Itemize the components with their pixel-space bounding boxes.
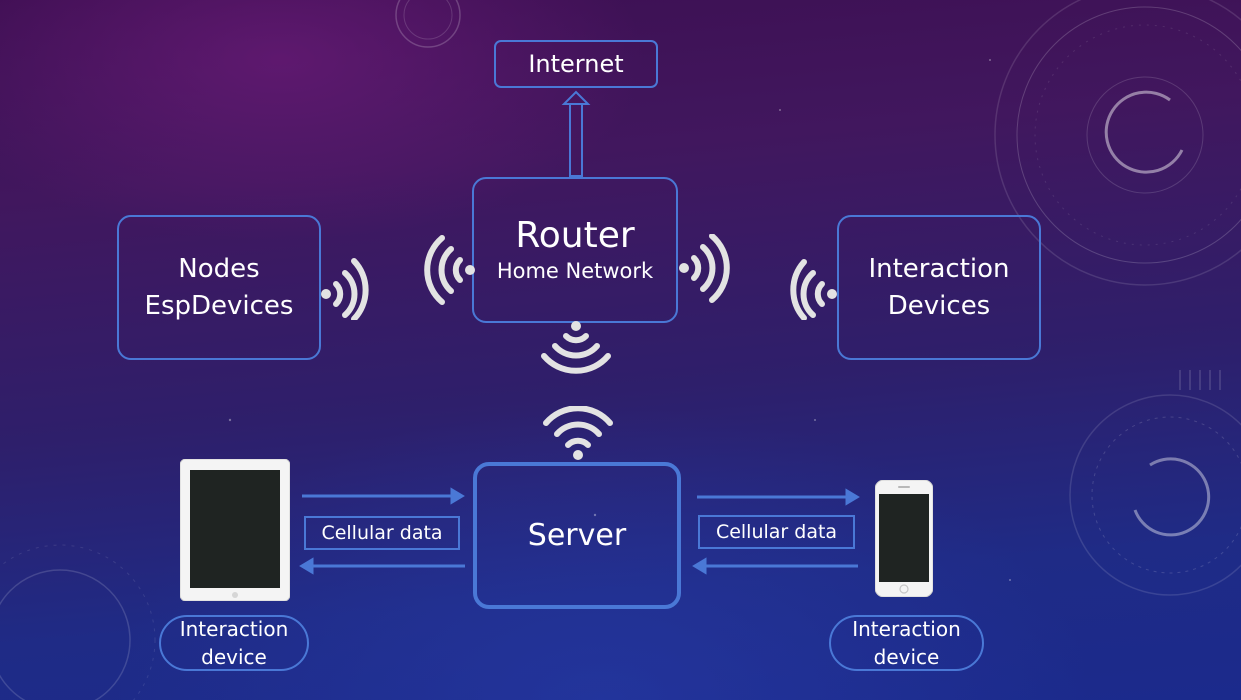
router-box: Router Home Network: [472, 177, 678, 323]
interaction-devices-line1: Interaction: [868, 253, 1010, 284]
nodes-label-line2: EspDevices: [144, 290, 294, 321]
server-box: Server: [473, 462, 681, 609]
router-title: Router: [515, 215, 635, 256]
left-cellular-data-text: Cellular data: [321, 522, 443, 544]
right-cellular-data-text: Cellular data: [715, 521, 838, 543]
wifi-signal-icon: [424, 235, 475, 305]
right-cellular-data-label: Cellular data: [698, 515, 855, 549]
left-cellular-data-label: Cellular data: [304, 516, 460, 550]
internet-label: Internet: [528, 50, 624, 78]
wifi-signal-icon: [790, 259, 837, 320]
internet-box: Internet: [494, 40, 658, 88]
router-to-internet-arrow: [561, 90, 591, 177]
nodes-label-line1: Nodes: [178, 253, 260, 284]
tablet-icon: [180, 459, 290, 601]
left-device-label: Interaction device: [159, 615, 309, 671]
wifi-signal-icon: [543, 406, 613, 460]
wifi-signal-icon: [679, 234, 730, 303]
right-device-label-line2: device: [873, 645, 940, 669]
left-device-label-line2: device: [201, 645, 267, 669]
interaction-devices-box: Interaction Devices: [837, 215, 1041, 360]
router-subtitle: Home Network: [496, 259, 654, 283]
right-device-label: Interaction device: [829, 615, 984, 671]
interaction-devices-line2: Devices: [887, 290, 991, 321]
wifi-signal-icon: [541, 321, 611, 374]
left-device-label-line1: Interaction: [179, 617, 289, 641]
wifi-signal-icon: [321, 258, 369, 320]
nodes-box: Nodes EspDevices: [117, 215, 321, 360]
smartphone-icon: [875, 480, 933, 597]
server-label: Server: [527, 518, 627, 553]
right-device-label-line1: Interaction: [852, 617, 961, 641]
